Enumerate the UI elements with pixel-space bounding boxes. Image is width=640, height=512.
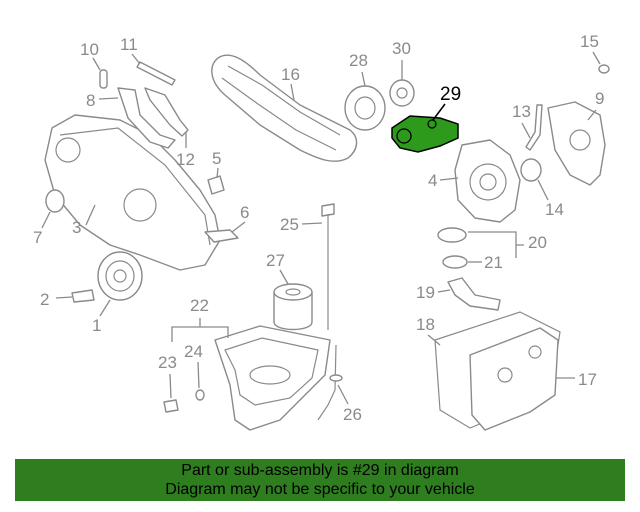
part-30-idler[interactable] [389, 79, 415, 107]
part-7-plug[interactable] [45, 189, 65, 213]
callout-28: 28 [349, 51, 368, 70]
callout-21: 21 [484, 253, 503, 272]
callout-15: 15 [580, 32, 599, 51]
part-12-gasket[interactable] [144, 87, 189, 137]
part-2-bolt[interactable] [71, 289, 95, 303]
part-8-gasket[interactable] [117, 87, 176, 149]
callout-9: 9 [595, 89, 604, 108]
info-banner: Part or sub-assembly is #29 in diagram D… [15, 459, 625, 501]
part-16-timing-belt[interactable] [211, 54, 358, 162]
callout-12: 12 [176, 150, 195, 169]
part-29-belt-tensioner[interactable] [391, 115, 459, 153]
callout-26: 26 [343, 405, 362, 424]
part-1-crank-pulley[interactable] [97, 251, 143, 301]
callout-22: 22 [190, 296, 209, 315]
part-23-drain-bolt[interactable] [163, 399, 179, 413]
callout-14: 14 [545, 200, 564, 219]
part-15-clip[interactable] [598, 64, 610, 74]
part-21-gasket[interactable] [442, 255, 468, 269]
callout-11: 11 [120, 35, 138, 54]
callout-13: 13 [512, 102, 531, 121]
callout-17: 17 [578, 370, 597, 389]
part-3-timing-cover[interactable] [44, 114, 221, 271]
callout-1: 1 [92, 316, 101, 335]
parts-diagram: 3 7 1 2 10 11 8 12 5 6 [33, 32, 610, 431]
callout-2: 2 [40, 290, 49, 309]
part-13-guide[interactable] [525, 104, 543, 151]
callout-20: 20 [528, 233, 547, 252]
callout-6: 6 [240, 203, 249, 222]
part-25-dipstick[interactable] [321, 203, 335, 330]
part-27-oil-filter[interactable] [273, 283, 313, 331]
callout-8: 8 [86, 91, 95, 110]
part-22-oil-pan[interactable] [214, 325, 331, 431]
part-5-bracket[interactable] [207, 175, 225, 195]
callout-10: 10 [80, 40, 99, 59]
part-20-filler-cap[interactable] [437, 227, 467, 243]
callout-24: 24 [184, 342, 203, 361]
banner-line-2: Diagram may not be specific to your vehi… [165, 481, 475, 498]
callout-18: 18 [416, 315, 435, 334]
callout-29: 29 [440, 84, 461, 105]
callout-27: 27 [266, 251, 285, 270]
callout-19: 19 [416, 283, 435, 302]
callout-16: 16 [281, 65, 300, 84]
callout-4: 4 [428, 171, 437, 190]
callout-30: 30 [392, 39, 411, 58]
part-11-strip[interactable] [136, 61, 176, 86]
part-24-washer[interactable] [195, 389, 205, 401]
part-28-sprocket[interactable] [344, 85, 386, 131]
callout-5: 5 [212, 149, 221, 168]
callout-23: 23 [158, 353, 177, 372]
callout-25: 25 [280, 215, 299, 234]
part-19-filler-tube[interactable] [447, 277, 501, 311]
banner-line-1: Part or sub-assembly is #29 in diagram [181, 462, 459, 479]
part-6-bracket[interactable] [204, 229, 239, 243]
part-9-cover-plate[interactable] [547, 101, 606, 186]
part-17-valve-cover[interactable] [469, 327, 559, 431]
part-14-o-ring[interactable] [520, 158, 542, 182]
callout-7: 7 [33, 228, 42, 247]
part-4-front-cover[interactable] [454, 139, 521, 223]
callout-3: 3 [72, 218, 81, 237]
part-26-dipstick-tube[interactable] [317, 344, 343, 421]
part-10-pin[interactable] [99, 69, 108, 89]
